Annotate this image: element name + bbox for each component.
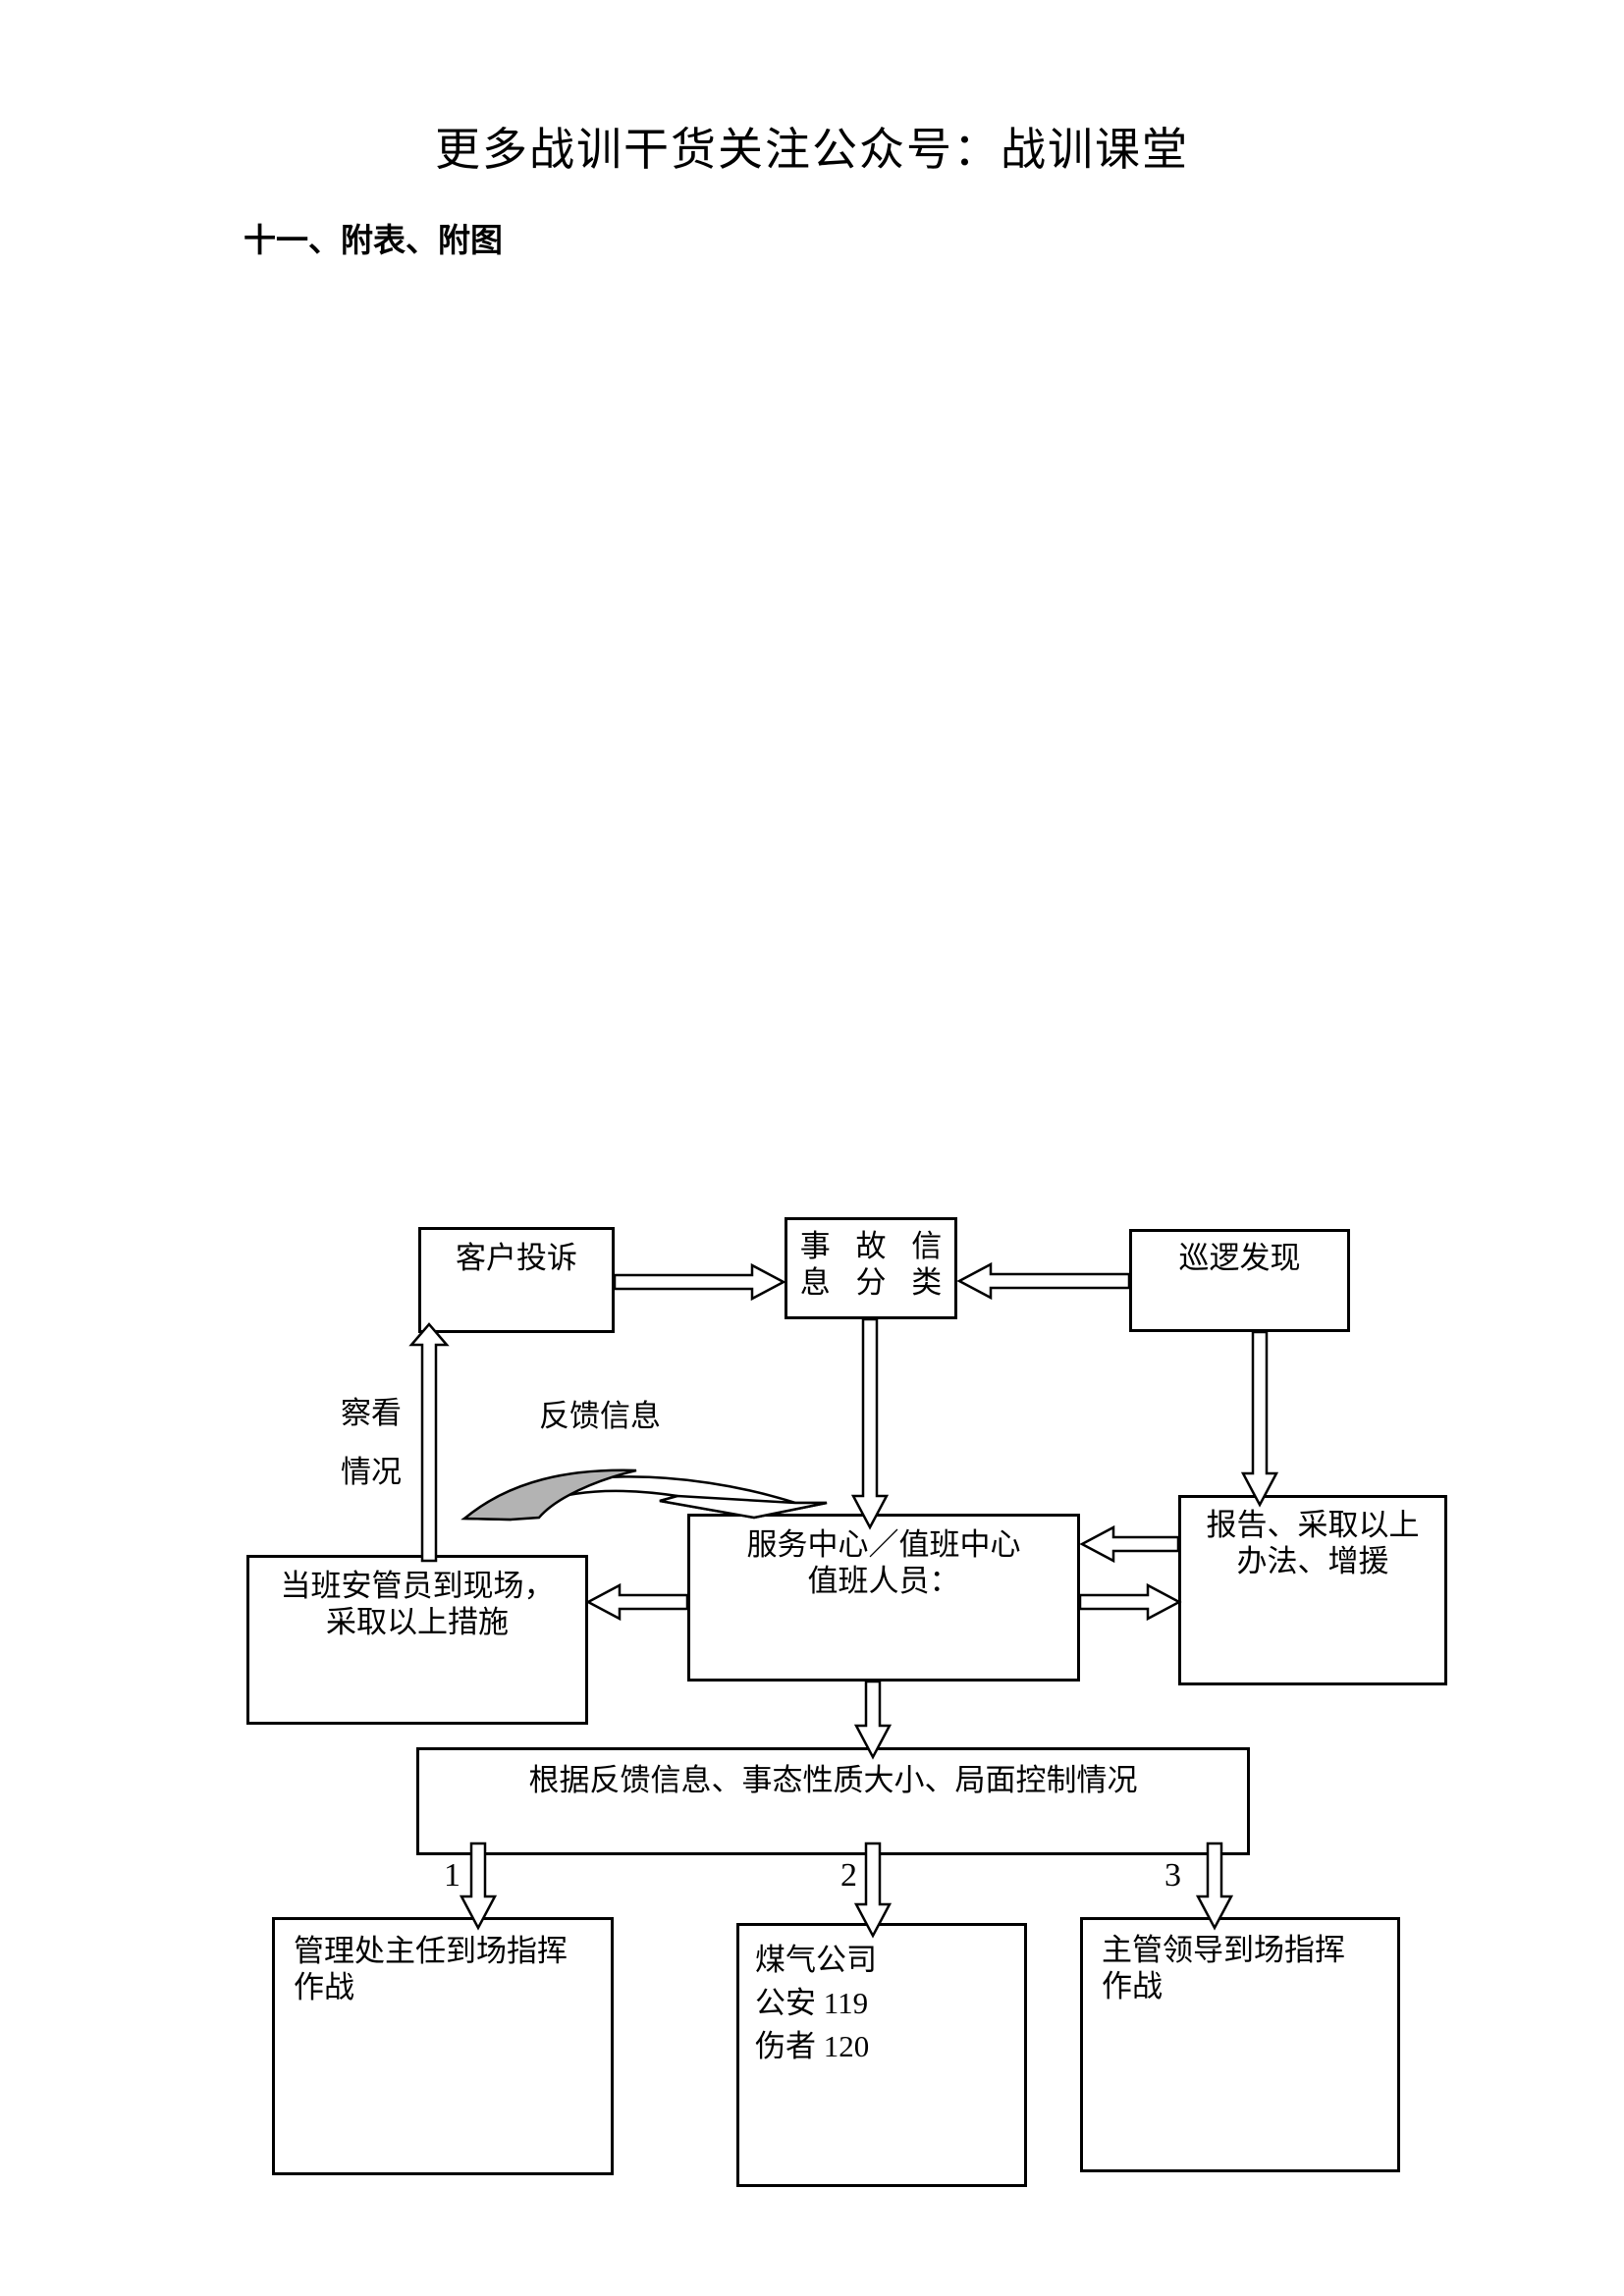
arrow-patrol-to-classify (956, 1261, 1131, 1301)
node-text: 采取以上措施 (326, 1605, 509, 1639)
node-text: 事 故 信 (799, 1229, 943, 1263)
node-text: 主管领导到场指挥 (1102, 1933, 1345, 1967)
label-inspect-2: 情况 (341, 1455, 402, 1489)
arrow-center-to-scene (585, 1582, 689, 1622)
label-branch-2: 2 (840, 1857, 857, 1894)
node-text: 值班人员： (807, 1564, 960, 1598)
node-office-director: 管理处主任到场指挥 作战 (272, 1917, 614, 2175)
node-report-reinforce: 报告、采取以上 办法、增援 (1178, 1495, 1447, 1685)
node-text: 公安 119 (755, 1986, 869, 2020)
node-patrol-discovery: 巡逻发现 (1129, 1229, 1350, 1332)
label-branch-3: 3 (1164, 1857, 1181, 1894)
node-text: 办法、增援 (1236, 1544, 1389, 1578)
curved-feedback-arrow-shade (460, 1468, 637, 1522)
node-text: 管理处主任到场指挥 (294, 1934, 568, 1968)
node-text: 伤者 120 (755, 2029, 870, 2063)
node-supervisor-leader: 主管领导到场指挥 作战 (1080, 1917, 1400, 2172)
node-text: 根据反馈信息、事态性质大小、局面控制情况 (528, 1763, 1138, 1797)
arrow-center-to-report (1078, 1582, 1182, 1622)
node-decision: 根据反馈信息、事态性质大小、局面控制情况 (416, 1747, 1250, 1855)
label-feedback: 反馈信息 (539, 1399, 661, 1433)
node-text: 作战 (1102, 1969, 1163, 2003)
node-text: 息 分 类 (799, 1265, 943, 1300)
section-heading: 十一、附表、附图 (244, 222, 503, 258)
arrow-customer-to-classify (613, 1262, 786, 1302)
node-text: 报告、采取以上 (1206, 1508, 1420, 1542)
node-incident-classify: 事 故 信 息 分 类 (785, 1217, 957, 1319)
arrow-center-to-decision (853, 1680, 893, 1760)
arrow-patrol-to-report (1240, 1330, 1279, 1508)
node-text: 作战 (294, 1970, 354, 2004)
node-text: 巡逻发现 (1178, 1241, 1301, 1275)
label-inspect-1: 察看 (341, 1396, 402, 1430)
node-guard-on-scene: 当班安管员到现场， 采取以上措施 (246, 1555, 588, 1725)
label-branch-1: 1 (444, 1857, 460, 1894)
page-title: 更多战训干货关注公众号：战训课堂 (435, 125, 1189, 175)
arrow-branch-2 (853, 1842, 893, 1939)
node-customer-complaint: 客户投诉 (418, 1227, 615, 1333)
node-text: 服务中心／值班中心 (746, 1527, 1021, 1562)
arrow-report-to-center (1079, 1524, 1180, 1564)
arrow-scene-to-customer (408, 1322, 450, 1563)
node-text: 煤气公司 (755, 1943, 877, 1977)
arrow-classify-to-center (850, 1317, 890, 1530)
node-text: 当班安管员到现场， (280, 1569, 555, 1603)
node-emergency-calls: 煤气公司 公安 119 伤者 120 (736, 1923, 1027, 2187)
arrow-branch-1 (459, 1842, 498, 1931)
node-service-center: 服务中心／值班中心 值班人员： (687, 1514, 1080, 1682)
arrow-branch-3 (1195, 1842, 1234, 1931)
node-text: 客户投诉 (456, 1241, 577, 1275)
